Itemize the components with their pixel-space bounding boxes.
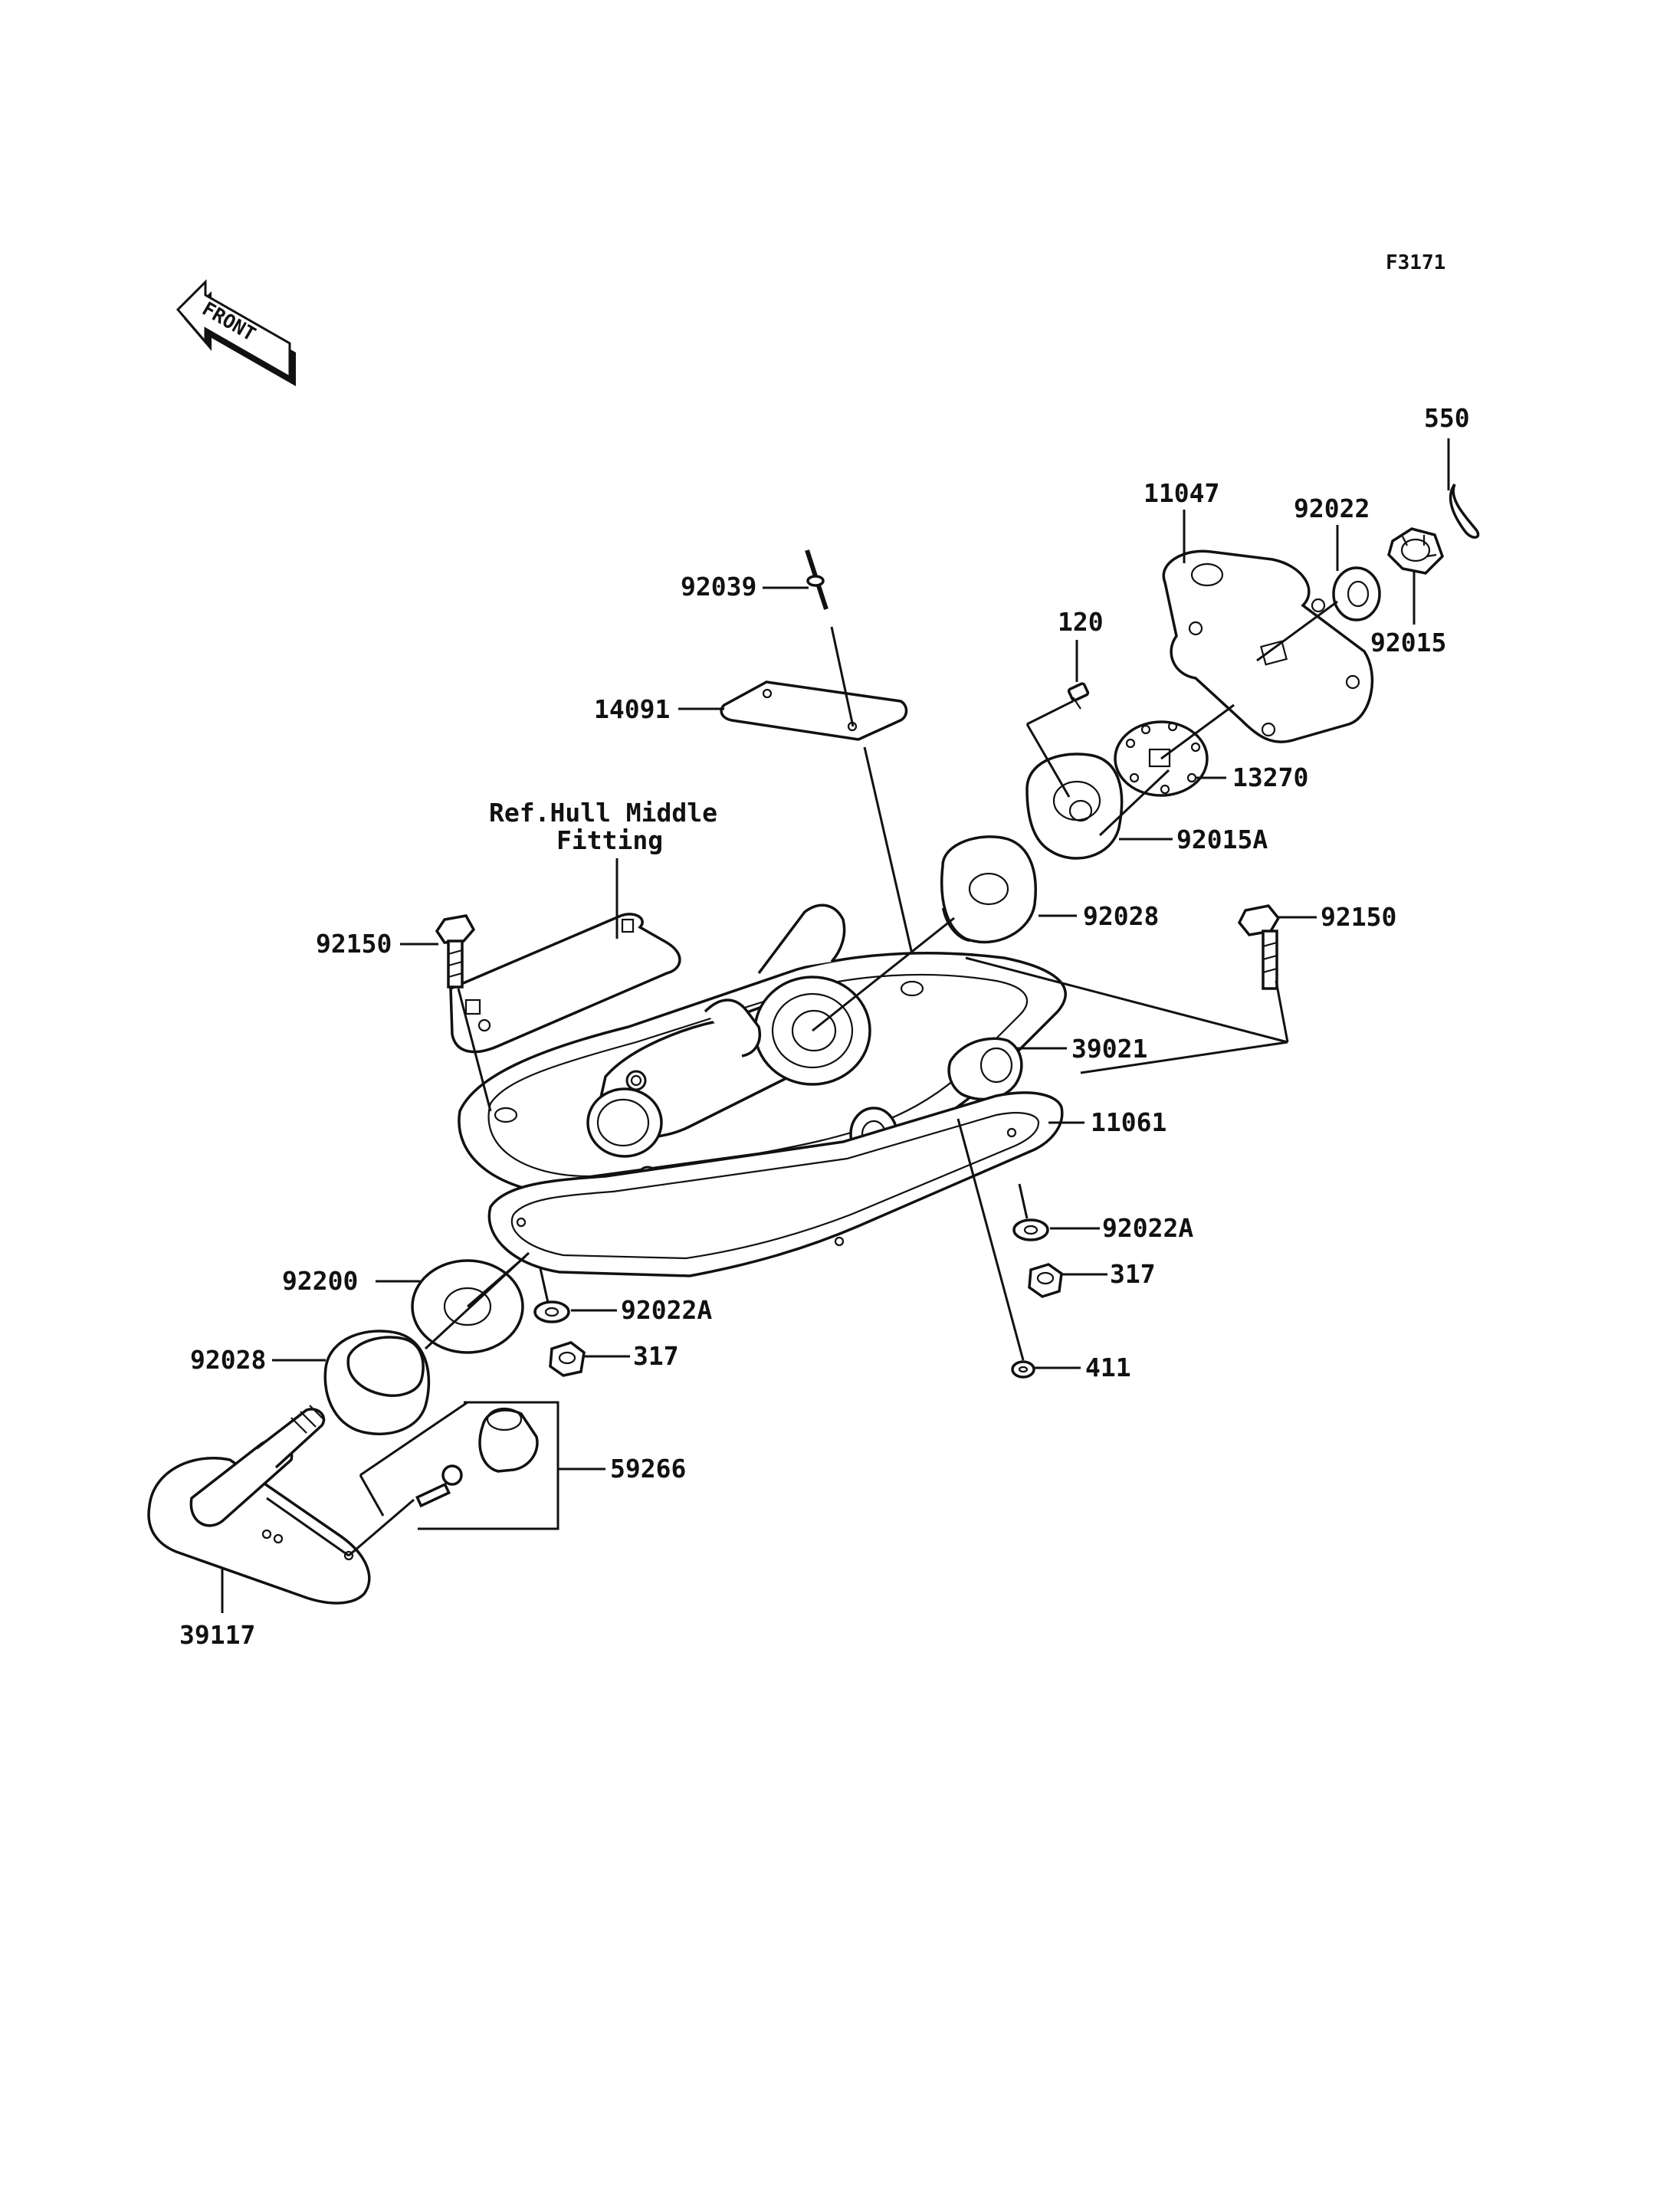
washer-92022A-left xyxy=(533,1300,570,1323)
bolt-92150-right xyxy=(1237,904,1281,990)
bushing-92028-bottom xyxy=(323,1330,431,1435)
label-92200: 92200 xyxy=(282,1266,358,1296)
bracket-11047 xyxy=(1162,549,1374,743)
label-39021: 39021 xyxy=(1071,1034,1147,1064)
screw-120 xyxy=(1067,682,1090,710)
nut-317-left xyxy=(549,1341,586,1377)
figure-code: F3171 xyxy=(1386,251,1445,274)
label-92022A-left: 92022A xyxy=(621,1295,712,1325)
mount-39021 xyxy=(947,1037,1023,1101)
label-317-left: 317 xyxy=(633,1341,679,1371)
label-317-right: 317 xyxy=(1110,1259,1156,1289)
label-39117: 39117 xyxy=(179,1620,255,1650)
label-59266: 59266 xyxy=(610,1454,686,1484)
plate-14091 xyxy=(720,680,908,741)
label-92022A-right: 92022A xyxy=(1102,1213,1193,1243)
castle-nut-92015 xyxy=(1387,527,1445,575)
lever-39117 xyxy=(147,1405,371,1605)
cotter-pin-550 xyxy=(1449,483,1480,539)
ref-note-line2: Fitting xyxy=(556,825,663,855)
washer-92022A-right xyxy=(1012,1218,1049,1241)
bushing-92015A xyxy=(1025,753,1124,860)
label-92015: 92015 xyxy=(1370,628,1446,657)
label-92150-left: 92150 xyxy=(316,929,392,959)
label-11047: 11047 xyxy=(1144,478,1219,508)
label-92022: 92022 xyxy=(1294,494,1370,523)
nut-317-right xyxy=(1028,1263,1063,1298)
bolt-92150-left xyxy=(435,914,476,989)
label-92015A: 92015A xyxy=(1176,825,1268,854)
kit-59266 xyxy=(415,1407,539,1508)
label-411: 411 xyxy=(1085,1353,1131,1382)
washer-411 xyxy=(1011,1360,1035,1379)
hull-middle-fitting-bracket xyxy=(449,913,681,1054)
label-92150-right: 92150 xyxy=(1321,902,1396,932)
leader-lines xyxy=(221,438,1450,1613)
label-92039: 92039 xyxy=(681,572,756,602)
label-13270: 13270 xyxy=(1232,762,1308,792)
label-92028-bottom: 92028 xyxy=(190,1345,266,1375)
label-92028-top: 92028 xyxy=(1083,901,1159,931)
label-14091: 14091 xyxy=(594,694,670,724)
washer-92022 xyxy=(1332,566,1381,621)
label-120: 120 xyxy=(1058,607,1104,637)
pump-housing-11061 xyxy=(458,903,1067,1197)
ref-note-line1: Ref.Hull Middle xyxy=(489,798,717,828)
front-arrow-icon: FRONT xyxy=(176,279,296,386)
rivet-92039 xyxy=(805,549,829,610)
label-11061: 11061 xyxy=(1091,1107,1166,1137)
bushing-92028-top xyxy=(940,835,1037,944)
label-550: 550 xyxy=(1424,403,1470,433)
gasket xyxy=(487,1091,1064,1277)
